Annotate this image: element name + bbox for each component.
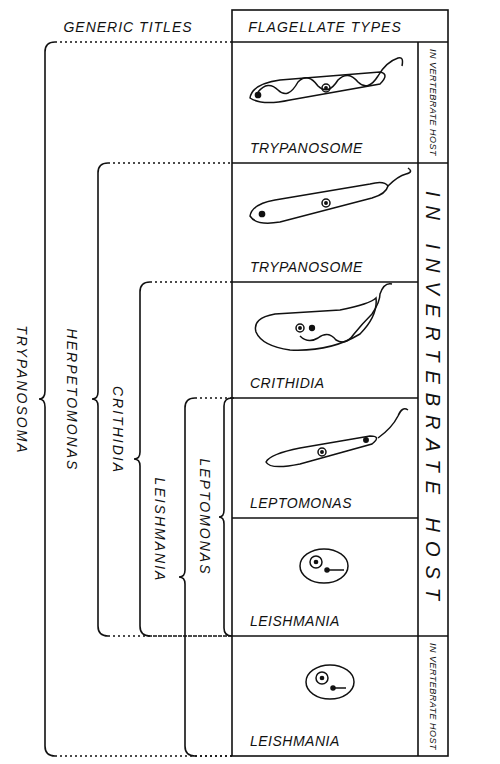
flagellate-cell: TRYPANOSOME: [232, 42, 418, 163]
dotted-guide: [232, 397, 234, 398]
dotted-guide: [55, 41, 232, 42]
type-name: TRYPANOSOME: [250, 260, 363, 274]
bracket: [39, 42, 55, 756]
trypanosome-body: [250, 72, 385, 103]
leptomonas-body: [266, 436, 377, 467]
nucleus: [296, 324, 304, 332]
host-column-rule: [417, 42, 419, 756]
bracket: [134, 282, 150, 636]
nucleus-dot: [325, 87, 327, 89]
column-heading: FLAGELLATE TYPES: [248, 20, 401, 34]
type-name: LEPTOMONAS: [250, 496, 352, 510]
nucleus: [310, 556, 322, 568]
bracket: [92, 163, 108, 636]
kinetoplast: [364, 438, 368, 442]
kinetoplast: [259, 211, 264, 216]
dotted-guide: [195, 397, 232, 398]
host-label: IN VERTEBRATE HOST: [429, 642, 438, 749]
generic-title: HERPETOMONAS: [65, 329, 79, 472]
generic-title: LEISHMANIA: [153, 478, 167, 583]
type-name: TRYPANOSOME: [250, 141, 363, 155]
flagellate-cell: TRYPANOSOME: [232, 163, 418, 282]
nucleus-dot: [325, 202, 327, 204]
leishmania-body: [306, 665, 354, 699]
host-label: IN VERTEBRATE HOST: [429, 48, 438, 155]
row-rule: [232, 397, 418, 399]
dotted-guide: [195, 755, 232, 756]
bracket: [219, 398, 232, 636]
kinetoplast: [325, 568, 329, 572]
type-name: LEISHMANIA: [250, 614, 340, 628]
nucleus-dot: [299, 327, 301, 329]
header-rule: [232, 41, 448, 43]
crithidia-body: [255, 298, 376, 350]
row-rule: [232, 162, 448, 164]
dotted-guide: [150, 635, 232, 636]
flagellate-cell: CRITHIDIA: [232, 282, 418, 398]
flagellate-cell: LEISHMANIA: [232, 636, 418, 756]
dotted-guide: [55, 755, 232, 756]
nucleus: [322, 84, 330, 92]
dotted-guide: [108, 635, 232, 636]
kinetoplast: [331, 686, 335, 690]
table-outline: [232, 10, 448, 756]
flagellum: [378, 409, 408, 438]
flagellate-cell: LEISHMANIA: [232, 518, 418, 636]
flagellate-drawings: [250, 58, 411, 699]
row-rule: [232, 635, 448, 637]
row-rule: [232, 281, 418, 283]
undulating-membrane: [300, 284, 392, 342]
undulating-membrane: [258, 58, 403, 94]
row-rule: [232, 517, 418, 519]
type-name: CRITHIDIA: [250, 376, 325, 390]
trypanosome-body: [250, 182, 388, 223]
nucleus-dot: [314, 560, 317, 563]
dotted-guide: [108, 162, 232, 163]
nucleus: [316, 672, 328, 684]
flagellate-cell: LEPTOMONAS: [232, 398, 418, 518]
type-name: LEISHMANIA: [250, 734, 340, 748]
nucleus-dot: [321, 451, 323, 453]
host-label: IN INVERTEBRATE HOST: [423, 191, 443, 609]
generic-title: CRITHIDIA: [111, 386, 125, 474]
nucleus-dot: [320, 676, 323, 679]
flagellum: [388, 168, 411, 186]
nucleus: [318, 448, 326, 456]
bracket: [179, 398, 195, 756]
kinetoplast: [255, 92, 260, 97]
column-heading: GENERIC TITLES: [63, 20, 192, 34]
dotted-guide: [150, 281, 232, 282]
generic-title: TRYPANOSOMA: [15, 325, 29, 454]
kinetoplast: [310, 326, 315, 331]
generic-title: LEPTOMONAS: [197, 459, 211, 576]
leishmania-body: [300, 549, 348, 583]
nucleus: [322, 199, 330, 207]
